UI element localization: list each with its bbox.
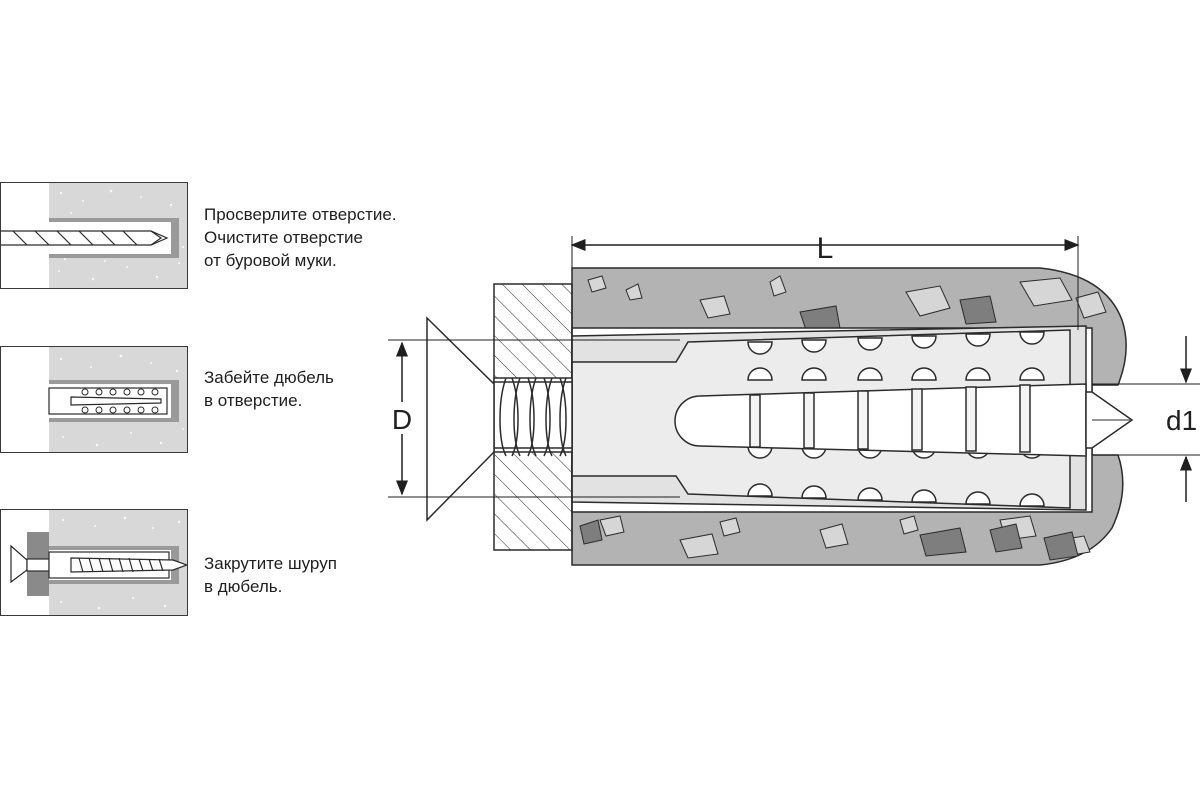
step-1-line-2: Очистите отверстие bbox=[204, 228, 363, 247]
step-2-line-1: Забейте дюбель bbox=[204, 368, 334, 387]
screw-thread bbox=[493, 377, 573, 457]
step-3-text: Закрутите шуруп в дюбель. bbox=[204, 552, 337, 598]
concrete-stones bbox=[587, 275, 1107, 559]
step-1-line-1: Просверлите отверстие. bbox=[204, 205, 397, 224]
screw-head bbox=[426, 316, 495, 522]
step-1-text: Просверлите отверстие. Очистите отверсти… bbox=[204, 203, 397, 272]
dimension-L-label: L bbox=[817, 232, 834, 265]
step-2-text: Забейте дюбель в отверстие. bbox=[204, 366, 334, 412]
step-1-panel bbox=[0, 182, 188, 289]
step-3-panel bbox=[0, 509, 188, 616]
step-2-line-2: в отверстие. bbox=[204, 391, 303, 410]
step-3-line-2: в дюбель. bbox=[204, 577, 283, 596]
dimension-D-label: D bbox=[392, 404, 412, 435]
dowel-cone bbox=[674, 383, 1087, 457]
step-1-line-3: от буровой муки. bbox=[204, 251, 337, 270]
drill-bit-icon bbox=[1, 183, 187, 288]
step-2-panel bbox=[0, 346, 188, 453]
dimension-d1-label: d1 bbox=[1166, 405, 1197, 436]
step-3-line-1: Закрутите шуруп bbox=[204, 554, 337, 573]
screw-icon bbox=[10, 510, 187, 615]
dowel-icon bbox=[48, 347, 187, 452]
